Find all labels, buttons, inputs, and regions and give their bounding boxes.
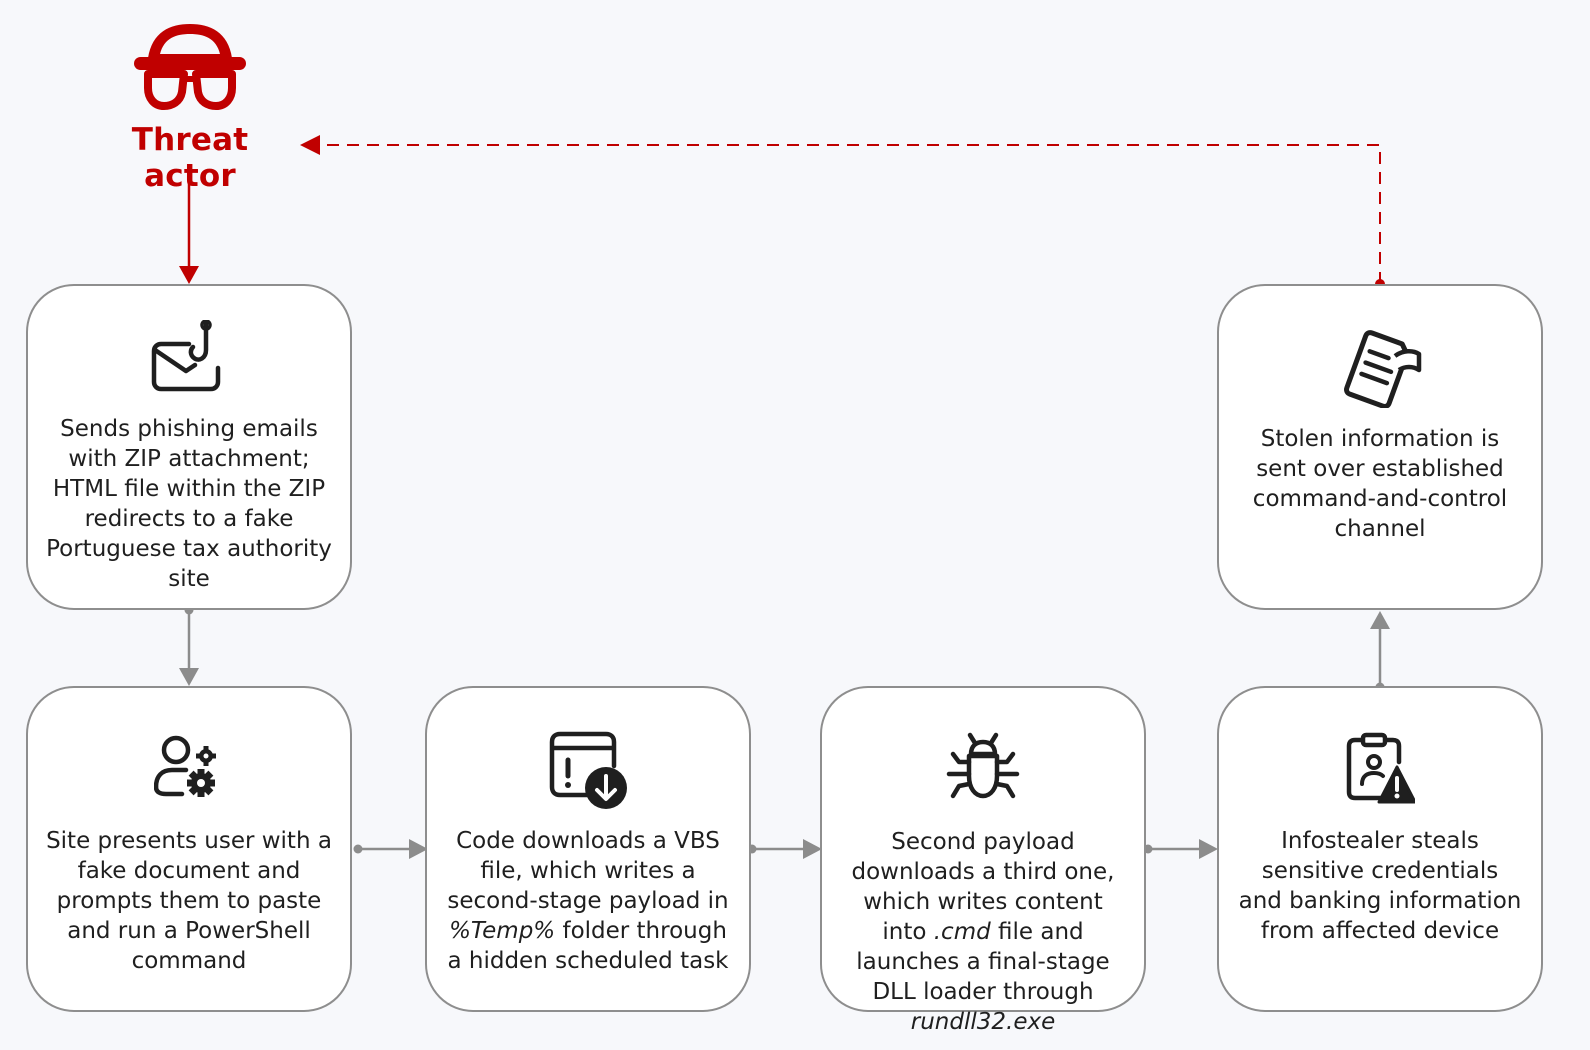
- threat-actor-label: Threat actor: [131, 122, 249, 194]
- step-vbs-text-start: Code downloads a VBS file, which writes …: [447, 828, 729, 914]
- actor-to-phishing-arrow: [179, 172, 199, 284]
- step-infostealer-text: Infostealer steals sensitive credentials…: [1238, 828, 1522, 944]
- step-payload-rundll: rundll32.exe: [910, 1009, 1056, 1035]
- spy-icon: [134, 24, 246, 110]
- bug-icon: [946, 732, 1020, 799]
- step-fake-document-card: Site presents user with a fake document …: [26, 686, 352, 1012]
- window-download-icon: [549, 731, 627, 809]
- step-vbs-text-end: folder through a hidden scheduled task: [447, 918, 729, 974]
- step-second-payload-card: Second payload downloads a third one, wh…: [820, 686, 1146, 1035]
- payload-to-infostealer-arrow: [1143, 839, 1218, 859]
- clipboard-warning-icon: [1346, 732, 1415, 804]
- step-second-payload-text: Second payload downloads a third one, wh…: [840, 827, 1126, 1037]
- step-payload-cmd-ext: .cmd: [933, 919, 991, 945]
- documents-icon: [1344, 330, 1422, 408]
- phishing-to-site-arrow: [179, 605, 199, 686]
- phishing-mail-icon: [151, 320, 221, 392]
- step-vbs-card: Code downloads a VBS file, which writes …: [425, 686, 751, 1012]
- vbs-to-payload-arrow: [747, 839, 822, 859]
- step-vbs-text: Code downloads a VBS file, which writes …: [445, 826, 731, 976]
- step-payload-text-middle: file and launches a final-stage DLL load…: [856, 919, 1110, 1005]
- step-phishing-card: Sends phishing emails with ZIP attachmen…: [26, 284, 352, 610]
- exfiltration-return-arrow: [300, 135, 1385, 289]
- step-exfiltration-card: Stolen information is sent over establis…: [1217, 284, 1543, 610]
- step-payload-text-start: Second payload downloads a third one, wh…: [851, 829, 1115, 945]
- user-settings-icon: [154, 735, 216, 797]
- step-infostealer-card: Infostealer steals sensitive credentials…: [1217, 686, 1543, 1012]
- step-vbs-temp-path: %Temp%: [449, 918, 556, 944]
- step-phishing-text: Sends phishing emails with ZIP attachmen…: [46, 416, 332, 592]
- step-fake-document-text: Site presents user with a fake document …: [46, 828, 332, 974]
- site-to-vbs-arrow: [353, 839, 428, 859]
- infostealer-to-exfiltration-arrow: [1370, 611, 1390, 692]
- step-exfiltration-text: Stolen information is sent over establis…: [1252, 426, 1508, 542]
